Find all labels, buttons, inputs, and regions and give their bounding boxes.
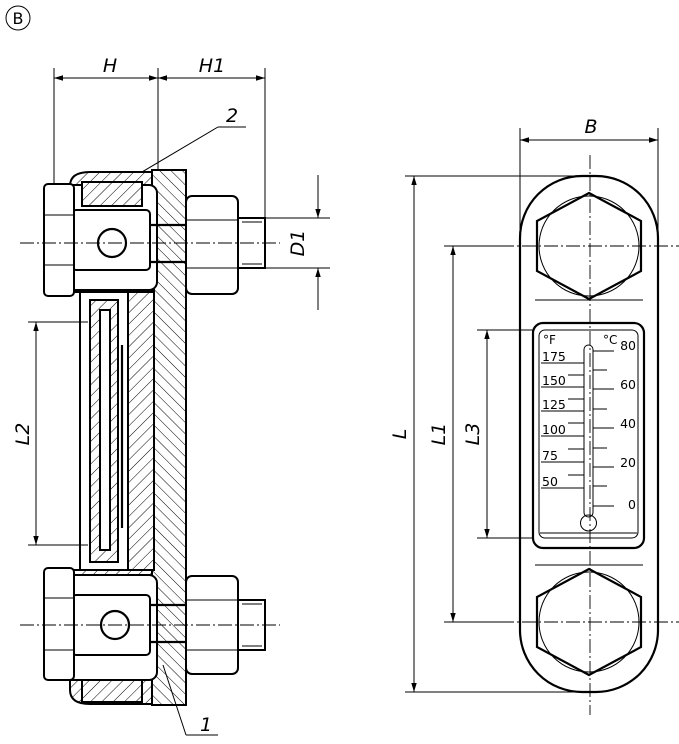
front-body-outline	[518, 174, 660, 694]
part-1-label: 1	[200, 714, 212, 736]
thermometer-window: °F °C 175 150 125 100 75 50	[531, 321, 646, 550]
c-tick-60: 60	[620, 377, 636, 392]
f-tick-100: 100	[542, 422, 566, 437]
dimension-h1-label: H1	[199, 55, 225, 77]
dimension-l: L	[389, 175, 590, 693]
bottom-left-hex-head	[43, 567, 75, 681]
celsius-unit: °C	[603, 333, 617, 347]
view-marker-label: B	[13, 9, 24, 28]
dimension-h-label: H	[103, 55, 117, 77]
dimension-h1: H1	[158, 55, 265, 81]
top-cap	[61, 171, 200, 293]
dimension-l2: L2	[12, 321, 88, 546]
f-tick-75: 75	[542, 448, 558, 463]
top-left-hex-head	[43, 183, 75, 297]
front-view: °F °C 175 150 125 100 75 50	[389, 116, 679, 715]
dimension-l1-label: L1	[428, 423, 450, 446]
dimension-l3-label: L3	[462, 423, 484, 446]
dimension-l3: L3	[462, 329, 534, 539]
body-middle-section	[127, 289, 155, 571]
c-tick-80: 80	[620, 338, 636, 353]
fahrenheit-scale: 175 150 125 100 75 50	[541, 349, 584, 489]
part-2-label: 2	[226, 105, 238, 127]
f-tick-125: 125	[542, 397, 566, 412]
celsius-scale: 80 60 40 20 0	[593, 338, 636, 512]
c-tick-20: 20	[620, 455, 636, 470]
glass-tube	[79, 289, 129, 571]
c-tick-0: 0	[628, 497, 636, 512]
dimension-b-label: B	[584, 116, 597, 138]
dimension-d1-label: D1	[287, 230, 309, 257]
dimension-l-label: L	[389, 429, 411, 440]
part-1-leader: 1	[162, 664, 218, 736]
dimension-l1: L1	[428, 245, 500, 623]
fahrenheit-unit: °F	[543, 333, 556, 347]
f-tick-50: 50	[542, 474, 558, 489]
top-right-nut	[185, 195, 266, 295]
f-tick-150: 150	[542, 373, 566, 388]
dimension-d1: D1	[265, 175, 330, 310]
view-marker: B	[5, 5, 31, 31]
dimension-l2-label: L2	[12, 423, 34, 446]
side-section-view: H H1 2	[12, 55, 330, 736]
dimension-h: H	[54, 55, 158, 81]
f-tick-175: 175	[542, 349, 566, 364]
dimension-b: B	[519, 116, 659, 230]
c-tick-40: 40	[620, 416, 636, 431]
